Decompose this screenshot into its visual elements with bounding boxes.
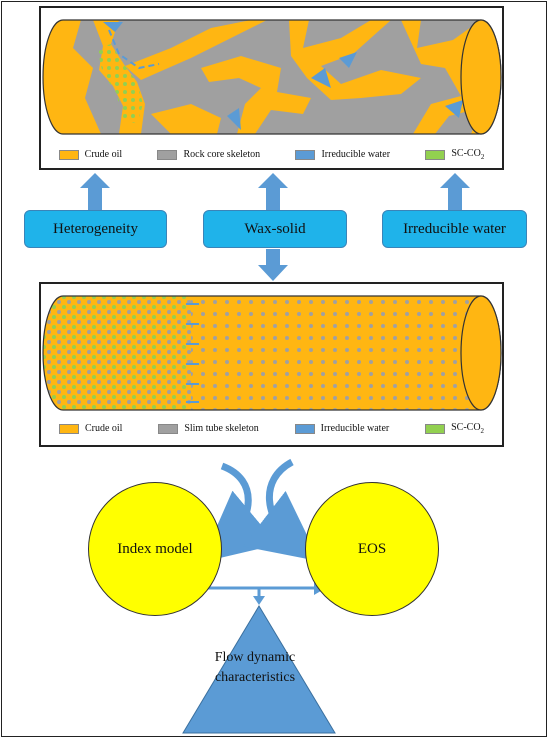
arrow-down-center bbox=[258, 249, 288, 281]
legend-item-crude-oil: Crude oil bbox=[58, 148, 122, 161]
rock-core-legend: Crude oil Rock core skeleton Irreducible… bbox=[41, 148, 502, 161]
legend-item-skeleton: Rock core skeleton bbox=[157, 148, 260, 161]
oil-channel-branch bbox=[125, 20, 267, 80]
oil-channel-bottom bbox=[151, 104, 221, 134]
slim-tube bbox=[42, 295, 502, 411]
slim-tube-end-cap bbox=[460, 295, 502, 411]
co2-region bbox=[97, 44, 143, 124]
legend-item-skeleton: Slim tube skeleton bbox=[158, 422, 259, 435]
co2-swatch bbox=[425, 423, 446, 434]
tube-end-cap bbox=[460, 19, 502, 135]
index-model-circle: Index model bbox=[88, 482, 222, 616]
rock-core-panel: Crude oil Rock core skeleton Irreducible… bbox=[39, 6, 504, 170]
water-swatch bbox=[294, 423, 315, 434]
slim-tube-legend: Crude oil Slim tube skeleton Irreducible… bbox=[41, 422, 502, 435]
rock-core-tube bbox=[42, 19, 502, 135]
oil-channel-left bbox=[43, 20, 101, 134]
connector-down-head bbox=[253, 596, 265, 605]
water-patch-5 bbox=[445, 100, 463, 118]
arrow-up-center bbox=[258, 173, 288, 210]
co2-flow-path bbox=[108, 29, 160, 70]
result-label: Flow dynamic characteristics bbox=[214, 650, 296, 685]
water-patch-3 bbox=[311, 68, 331, 88]
factor-heterogeneity: Heterogeneity bbox=[24, 210, 167, 248]
factor-irreducible-water: Irreducible water bbox=[382, 210, 527, 248]
legend-item-sc-co2: SC-CO2 bbox=[425, 422, 484, 435]
curved-arrow-right bbox=[242, 458, 320, 562]
legend-item-sc-co2: SC-CO2 bbox=[425, 148, 484, 161]
result-triangle bbox=[182, 605, 336, 734]
crude-oil-swatch bbox=[58, 149, 79, 160]
co2-front-region bbox=[43, 296, 191, 410]
crude-oil-swatch bbox=[58, 423, 79, 434]
slim-tube-panel: Crude oil Slim tube skeleton Irreducible… bbox=[39, 282, 504, 447]
co2-swatch bbox=[425, 149, 446, 160]
factor-wax-solid: Wax-solid bbox=[203, 210, 347, 248]
arrow-up-right bbox=[440, 173, 470, 210]
water-patch-4 bbox=[339, 52, 357, 68]
oil-channel-mid bbox=[201, 56, 311, 134]
legend-item-irreducible-water: Irreducible water bbox=[295, 148, 390, 161]
arrow-up-left bbox=[80, 173, 110, 210]
legend-item-crude-oil: Crude oil bbox=[58, 422, 122, 435]
water-patch-1 bbox=[103, 22, 123, 32]
legend-item-irreducible-water: Irreducible water bbox=[294, 422, 389, 435]
eos-circle: EOS bbox=[305, 482, 439, 616]
skeleton-swatch bbox=[157, 149, 178, 160]
water-patch-2 bbox=[227, 108, 241, 130]
skeleton-swatch bbox=[158, 423, 179, 434]
curved-arrow-left bbox=[201, 462, 278, 563]
water-swatch bbox=[295, 149, 316, 160]
displacement-front-marks bbox=[186, 303, 199, 403]
